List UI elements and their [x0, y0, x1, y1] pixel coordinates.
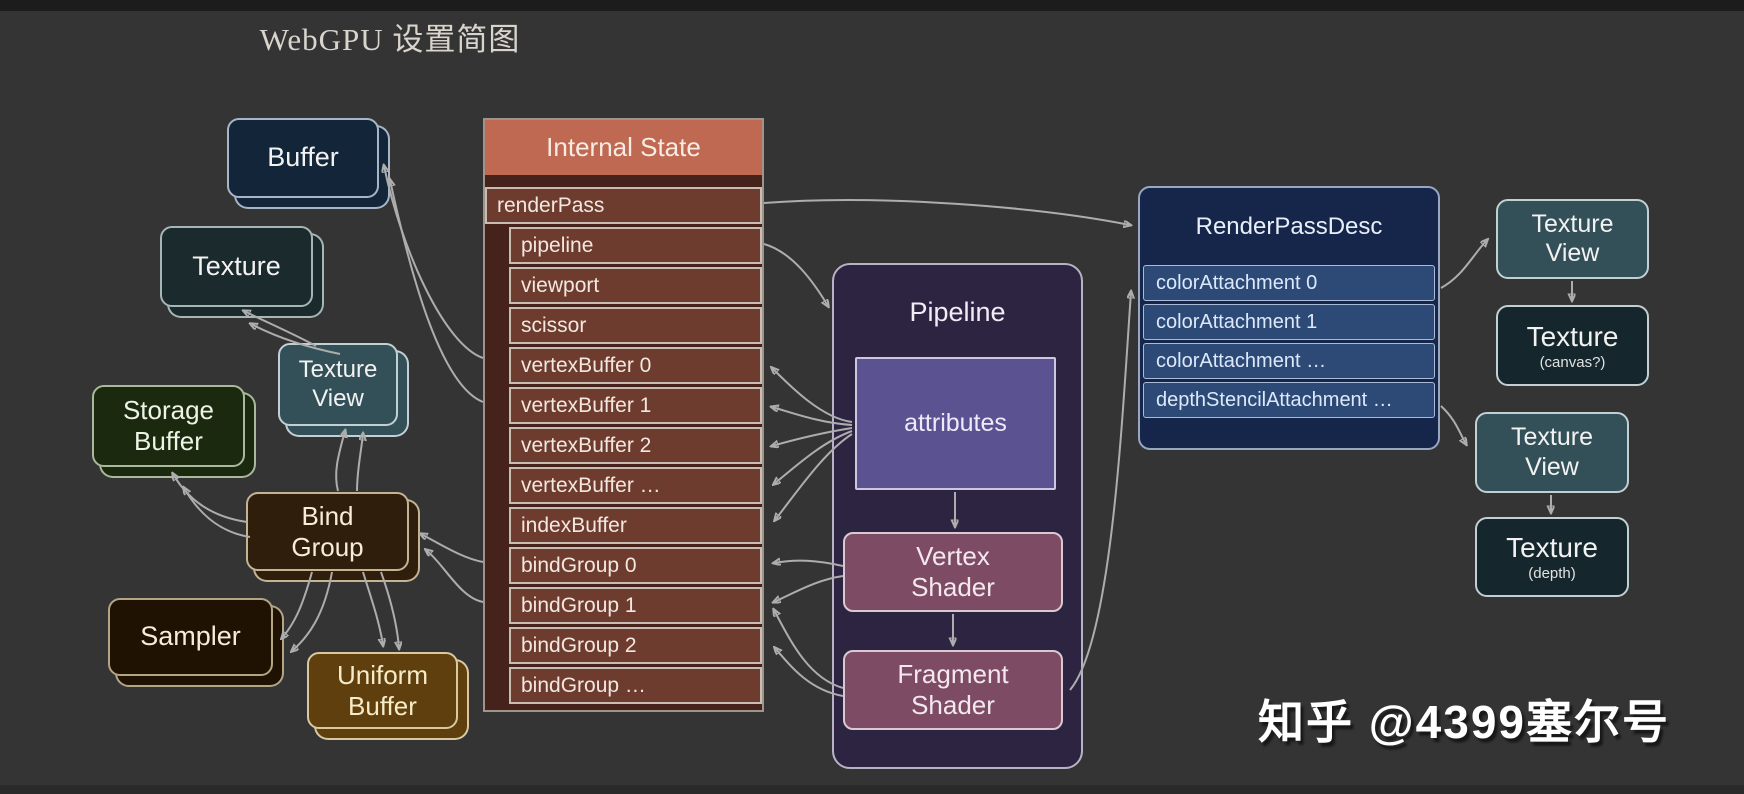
attributes-box: attributes — [855, 357, 1056, 490]
arrow-bindgroup-to-uniformbuffer-a — [362, 571, 383, 645]
render-pass-desc-table: RenderPassDesc colorAttachment 0 colorAt… — [1138, 186, 1440, 450]
arrow-bindgroup-to-textureview-b — [356, 434, 363, 492]
row-scissor: scissor — [509, 307, 762, 344]
row-bindgroup-1: bindGroup 1 — [509, 587, 762, 624]
texture-depth-box: Texture (depth) — [1475, 517, 1629, 597]
texture-view-label-top-right: Texture View — [1531, 209, 1614, 268]
texture-label: Texture — [192, 250, 281, 281]
row-viewport: viewport — [509, 267, 762, 304]
top-bar — [0, 0, 1744, 11]
row-colorattachment-1: colorAttachment 1 — [1143, 304, 1435, 340]
texture-canvas-box: Texture (canvas?) — [1496, 305, 1649, 386]
arrow-bindgroup1-to-bindgroup — [426, 550, 484, 603]
internal-state-spacer — [485, 175, 762, 187]
bind-group-box: Bind Group — [246, 492, 409, 571]
watermark: 知乎 @4399塞尔号 — [1258, 696, 1670, 748]
arrow-bindgroup-to-sampler-a — [282, 571, 313, 638]
vertex-shader-box: Vertex Shader — [843, 532, 1063, 612]
storage-buffer-label: Storage Buffer — [122, 395, 215, 456]
row-bindgroup-n: bindGroup … — [509, 667, 762, 704]
arrow-pipelinerow-to-pipeline — [763, 243, 828, 306]
bottom-bar — [0, 785, 1744, 794]
vertex-shader-label: Vertex Shader — [911, 541, 995, 602]
arrow-bindgroup-to-storagebuffer-a — [173, 474, 248, 523]
arrow-textureview-to-texture-a — [244, 311, 317, 347]
row-vertexbuffer-n: vertexBuffer … — [509, 467, 762, 504]
row-bindgroup-0: bindGroup 0 — [509, 547, 762, 584]
sampler-label: Sampler — [140, 621, 241, 652]
buffer-box: Buffer — [227, 118, 379, 198]
texture-box: Texture — [160, 226, 313, 307]
render-pass-desc-header: RenderPassDesc — [1195, 212, 1383, 240]
row-bindgroup-2: bindGroup 2 — [509, 627, 762, 664]
arrow-bindgroup-to-storagebuffer-b — [184, 488, 251, 538]
texture-depth-sublabel: (depth) — [1528, 565, 1576, 583]
texture-view-box-bottom-right: Texture View — [1475, 412, 1629, 493]
row-indexbuffer: indexBuffer — [509, 507, 762, 544]
texture-canvas-label: Texture — [1526, 320, 1619, 352]
row-renderpass: renderPass — [485, 187, 762, 224]
arrow-bindgroup-to-sampler-b — [292, 571, 333, 651]
row-vertexbuffer-2: vertexBuffer 2 — [509, 427, 762, 464]
texture-view-box-top-right: Texture View — [1496, 199, 1649, 279]
sampler-box: Sampler — [108, 598, 273, 676]
bind-group-label: Bind Group — [291, 500, 364, 562]
arrow-bindgroup-to-uniformbuffer-b — [380, 571, 399, 648]
row-colorattachment-0: colorAttachment 0 — [1143, 265, 1435, 301]
texture-view-label-bottom-right: Texture View — [1511, 423, 1593, 481]
page-title: WebGPU 设置简图 — [259, 22, 521, 57]
fragment-shader-box: Fragment Shader — [843, 650, 1063, 730]
arrow-colorattachment-to-textureview — [1440, 240, 1487, 289]
arrow-bindgroup-to-textureview-a — [335, 431, 345, 492]
uniform-buffer-box: Uniform Buffer — [307, 652, 458, 729]
arrow-bindgroup0-to-bindgroup — [421, 534, 484, 563]
texture-depth-label: Texture — [1506, 532, 1598, 564]
buffer-label: Buffer — [267, 142, 339, 173]
fragment-shader-label: Fragment Shader — [897, 659, 1009, 720]
row-vertexbuffer-0: vertexBuffer 0 — [509, 347, 762, 384]
arrow-vertexbuffer0-to-buffer — [384, 166, 484, 359]
arrow-renderpass-to-renderpassdesc — [763, 199, 1130, 225]
row-depthstencilattachment: depthStencilAttachment … — [1143, 382, 1435, 418]
arrow-depthstencil-to-textureview — [1440, 405, 1466, 444]
texture-canvas-sublabel: (canvas?) — [1539, 353, 1606, 371]
pipeline-title: Pipeline — [909, 297, 1006, 327]
internal-state-header: Internal State — [485, 120, 762, 175]
internal-state-table: Internal State renderPass pipeline viewp… — [483, 118, 764, 712]
storage-buffer-box: Storage Buffer — [92, 385, 245, 467]
attributes-label: attributes — [904, 408, 1007, 437]
texture-view-label-left: Texture View — [298, 356, 378, 412]
row-colorattachment-n: colorAttachment … — [1143, 343, 1435, 379]
render-pass-desc-rows: colorAttachment 0 colorAttachment 1 colo… — [1140, 265, 1438, 418]
row-pipeline: pipeline — [509, 227, 762, 264]
uniform-buffer-label: Uniform Buffer — [336, 659, 428, 721]
arrow-vertexbuffer1-to-buffer — [390, 180, 484, 403]
texture-view-box-left: Texture View — [278, 343, 398, 426]
row-vertexbuffer-1: vertexBuffer 1 — [509, 387, 762, 424]
